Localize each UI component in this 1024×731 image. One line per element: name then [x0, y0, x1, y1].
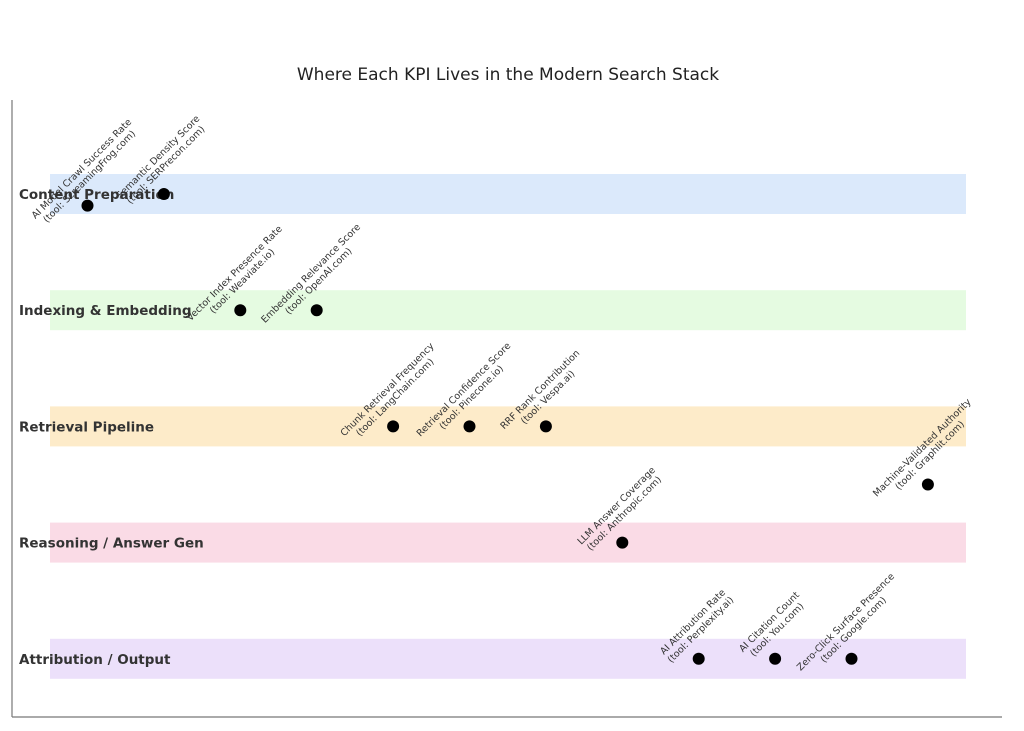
kpi-point-retrieval-confidence-score [463, 420, 476, 433]
kpi-point-vector-index-presence-rate [234, 304, 247, 317]
kpi-point-zero-click-surface-presence [845, 652, 858, 665]
kpi-point-llm-answer-coverage [616, 536, 629, 549]
kpi-point-semantic-density-score [157, 188, 170, 200]
lane-band-reasoning-answer-gen [50, 522, 966, 563]
kpi-point-ai-citation-count [769, 652, 782, 665]
kpi-point-embedding-relevance-score [310, 304, 323, 317]
lane-band-content-preparation [50, 174, 966, 214]
lane-label-reasoning-answer-gen: Reasoning / Answer Gen [19, 536, 204, 552]
kpi-point-ai-attribution-rate [692, 652, 705, 665]
lanes-layer [50, 174, 966, 679]
kpi-point-chunk-retrieval-frequency [387, 420, 400, 433]
kpi-point-machine-validated-authority [921, 478, 934, 491]
lane-label-content-preparation: Content Preparation [19, 187, 174, 203]
lane-band-attribution-output [50, 638, 966, 679]
lane-band-retrieval-pipeline [50, 406, 966, 447]
kpi-point-ai-model-crawl-success-rate [81, 199, 94, 212]
lane-band-indexing-embedding [50, 290, 966, 331]
lane-label-retrieval-pipeline: Retrieval Pipeline [19, 419, 154, 435]
kpi-points-layer [81, 188, 934, 665]
lane-label-attribution-output: Attribution / Output [19, 652, 171, 668]
chart-title: Where Each KPI Lives in the Modern Searc… [297, 65, 719, 85]
lane-label-indexing-embedding: Indexing & Embedding [19, 303, 192, 319]
kpi-point-rrf-rank-contribution [539, 420, 552, 433]
